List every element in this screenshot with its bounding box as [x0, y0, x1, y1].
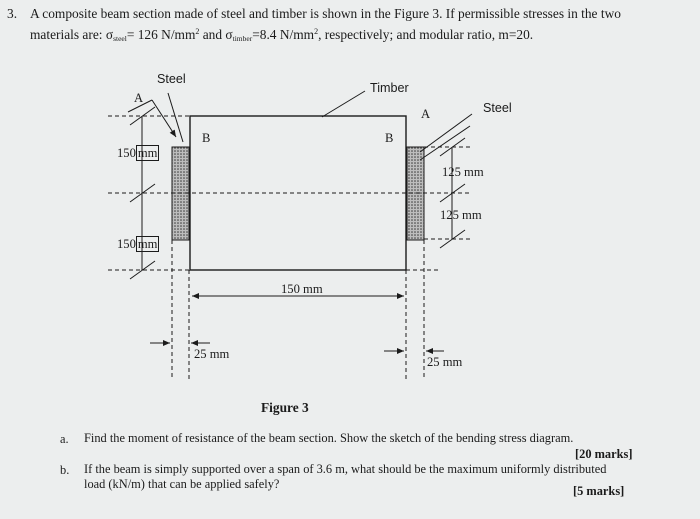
part-b-label: b. — [60, 463, 70, 477]
part-b-marks: [5 marks] — [573, 484, 625, 498]
question-line-2: materials are: σsteel= 126 N/mm2 and σti… — [30, 27, 534, 43]
dim-plate-upper: 125 mm — [442, 165, 484, 179]
part-b-text-2: load (kN/m) that can be applied safely? — [84, 477, 280, 491]
figure-caption: Figure 3 — [261, 400, 309, 415]
part-a-label: a. — [60, 432, 69, 446]
label-steel-right: Steel — [483, 101, 512, 115]
label-point-b-left: B — [202, 131, 211, 145]
label-timber: Timber — [370, 81, 409, 95]
label-steel-left: Steel — [157, 72, 186, 86]
question-line-1: A composite beam section made of steel a… — [30, 6, 621, 21]
part-b-text-1: If the beam is simply supported over a s… — [84, 462, 607, 476]
label-point-b-right: B — [385, 131, 394, 145]
part-a-text: Find the moment of resistance of the bea… — [84, 431, 574, 445]
question-number: 3. — [7, 6, 18, 21]
dim-timber-width: 150 mm — [281, 282, 323, 296]
dim-plate-lower: 125 mm — [440, 208, 482, 222]
label-section-a-right: A — [421, 107, 431, 121]
label-section-a-left: A — [134, 91, 144, 105]
dim-plate-thickness-left: 25 mm — [194, 347, 230, 361]
part-a-marks: [20 marks] — [575, 447, 633, 461]
dim-plate-thickness-right: 25 mm — [427, 355, 463, 369]
